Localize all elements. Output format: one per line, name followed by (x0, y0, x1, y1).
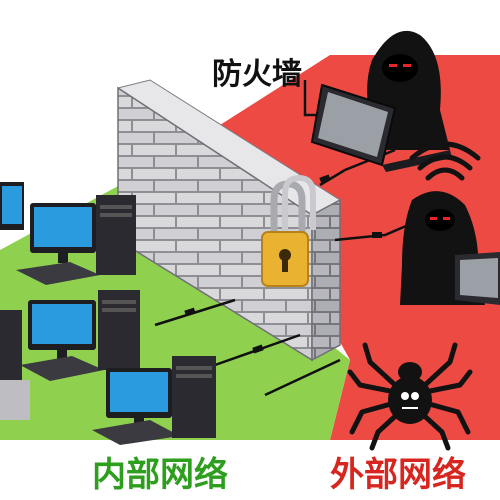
hooded-hacker-icon (310, 30, 452, 172)
external-zone (220, 55, 500, 440)
firewall-label: 防火墙 (212, 57, 302, 92)
hooded-hacker-icon-2 (400, 191, 500, 305)
desktop-computer-icon (0, 182, 216, 445)
external-network-label: 外部网络 (330, 455, 466, 495)
wifi-signal-icon (409, 141, 481, 181)
internal-network-label: 内部网络 (92, 455, 228, 495)
spider-icon (347, 342, 473, 451)
cable-connectors (184, 174, 382, 354)
padlock-icon (261, 174, 316, 287)
